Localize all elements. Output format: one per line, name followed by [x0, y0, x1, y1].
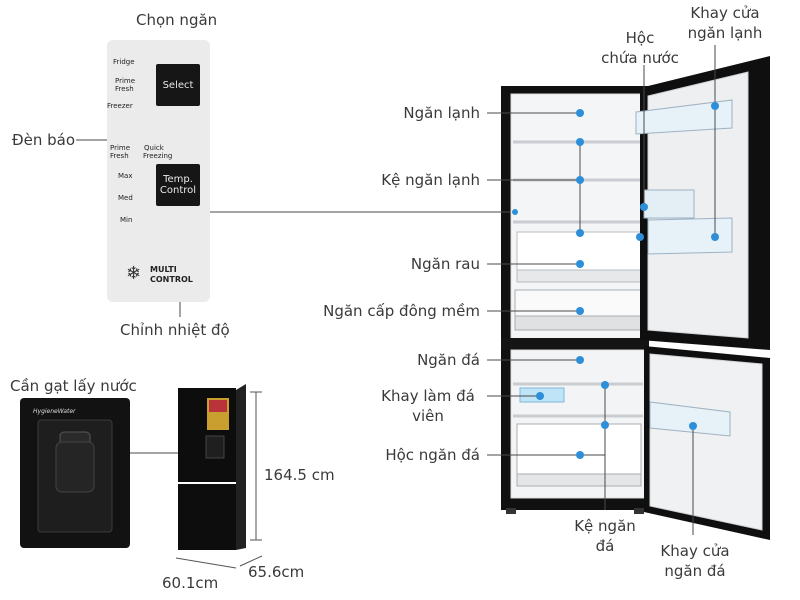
label-den-bao: Đèn báo [12, 131, 76, 149]
label-khay-cua-ngan-da: Khay cửa ngăn đá [650, 541, 740, 581]
label-hoc-chua-nuoc-line2: chứa nước [601, 49, 679, 67]
label-ngan-rau: Ngăn rau [410, 255, 480, 273]
temp-control-button[interactable]: Temp. Control [156, 164, 200, 206]
select-button[interactable]: Select [156, 64, 200, 106]
label-ngan-da: Ngăn đá [417, 351, 480, 369]
label-khay-lam-da-vien-line2: viên [412, 407, 444, 425]
mode-freezer: Freezer [107, 102, 133, 110]
open-fridge-illustration [501, 56, 770, 540]
label-khay-cua-ngan-da-line1: Khay cửa [660, 542, 730, 560]
label-chon-ngan: Chọn ngăn [136, 11, 218, 29]
label-ke-ngan-da: Kệ ngăn đá [560, 516, 650, 556]
mode-quick: Quick [144, 144, 164, 152]
label-khay-cua-ngan-lanh-line2: ngăn lạnh [687, 24, 763, 42]
mode-freezing: Freezing [143, 152, 173, 160]
temp-button-label-2: Control [159, 185, 197, 196]
label-ngan-cap-dong-mem: Ngăn cấp đông mềm [323, 302, 480, 320]
select-button-label: Select [162, 79, 194, 91]
multi-text: MULTI [150, 265, 177, 274]
label-khay-lam-da-vien-line1: Khay làm đá [381, 387, 475, 405]
level-med: Med [118, 194, 133, 202]
label-ke-ngan-lanh: Kệ ngăn lạnh [381, 171, 480, 189]
label-ngan-lanh: Ngăn lạnh [403, 104, 480, 122]
dimension-width: 60.1cm [162, 574, 219, 592]
callout-dots [512, 102, 719, 459]
dimension-height: 164.5 cm [264, 466, 335, 484]
closed-fridge-illustration [175, 384, 263, 569]
level-min: Min [120, 216, 133, 224]
mode-prime: Prime [115, 77, 136, 85]
snowflake-icon: ❄ [126, 263, 142, 284]
label-khay-cua-ngan-lanh: Khay cửa ngăn lạnh [680, 3, 770, 43]
hygiene-water-brand: HygieneWater [33, 408, 76, 415]
multi-control-logo: MULTI CONTROL [150, 265, 193, 285]
label-chinh-nhiet-do: Chỉnh nhiệt độ [120, 321, 230, 339]
mode-fresh-2: Fresh [110, 152, 129, 160]
control-text: CONTROL [150, 275, 193, 284]
label-ke-ngan-da-line2: đá [595, 537, 615, 555]
label-khay-lam-da-vien: Khay làm đá viên [376, 386, 480, 426]
label-hoc-chua-nuoc-line1: Hộc [625, 29, 655, 47]
mode-fridge: Fridge [113, 58, 135, 66]
label-khay-cua-ngan-lanh-line1: Khay cửa [690, 4, 760, 22]
mode-fresh: Fresh [115, 85, 134, 93]
label-can-gat-lay-nuoc: Cần gạt lấy nước [10, 377, 137, 395]
dimension-depth: 65.6cm [248, 563, 305, 581]
label-khay-cua-ngan-da-line2: ngăn đá [664, 562, 726, 580]
level-max: Max [118, 172, 133, 180]
temp-button-label-1: Temp. [163, 174, 193, 185]
water-dispenser-illustration [20, 398, 130, 548]
label-hoc-chua-nuoc: Hộc chứa nước [595, 28, 685, 68]
label-ke-ngan-da-line1: Kệ ngăn [574, 517, 636, 535]
mode-prime-2: Prime [110, 144, 131, 152]
label-hoc-ngan-da: Hộc ngăn đá [385, 446, 480, 464]
